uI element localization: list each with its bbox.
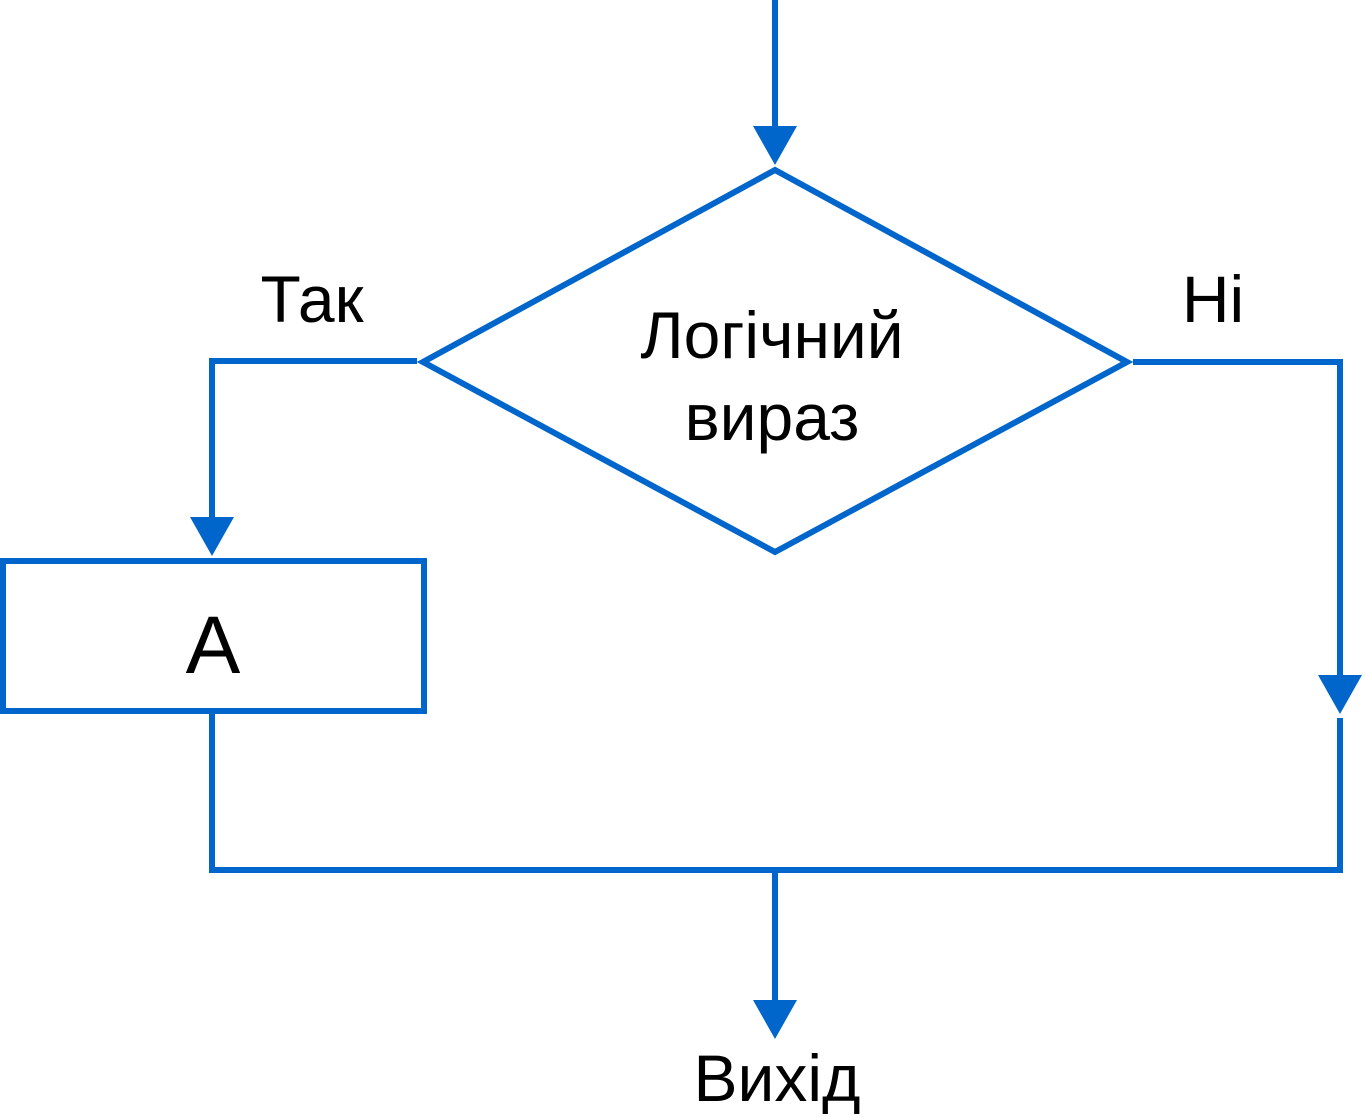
process-box	[0, 558, 427, 714]
branch-yes-label: Так	[261, 262, 365, 336]
decision-diamond	[416, 166, 1134, 556]
exit-arrowhead	[753, 1000, 797, 1039]
process-label: А	[186, 600, 241, 691]
yes-branch-line	[209, 358, 417, 522]
decision-text-line1: Логічний	[640, 298, 903, 372]
entry-arrowhead	[753, 126, 797, 165]
no-branch-line	[1133, 359, 1343, 680]
yes-arrowhead	[190, 517, 234, 556]
branch-no-label: Ні	[1182, 262, 1244, 336]
decision-text-line2: вираз	[685, 380, 860, 454]
no-arrowhead	[1318, 675, 1362, 714]
merge-line	[209, 714, 1343, 873]
exit-label: Вихід	[693, 1041, 860, 1115]
